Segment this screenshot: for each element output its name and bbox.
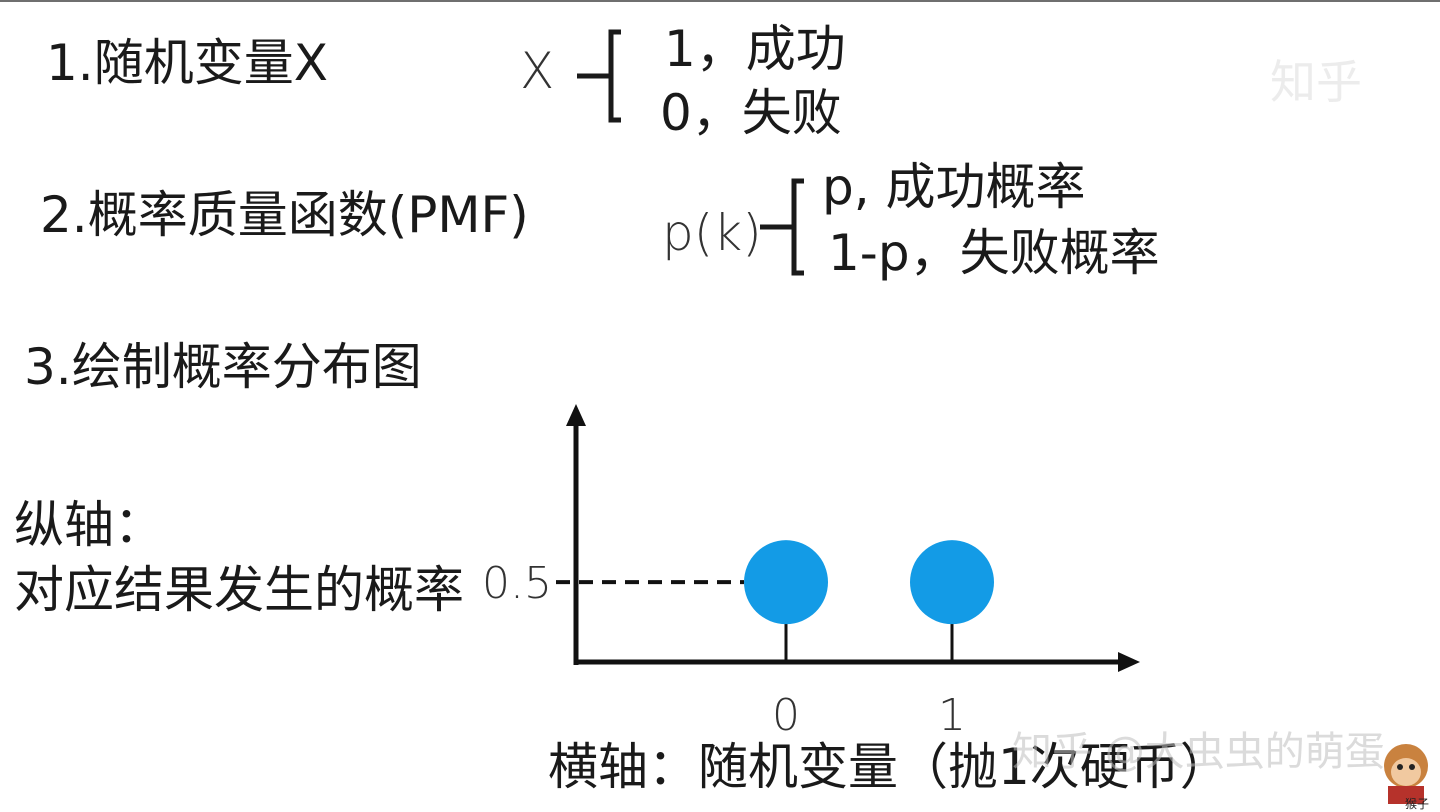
item1-variable: X [520,42,555,100]
y-axis-description-line2: 对应结果发生的概率 [14,561,464,619]
x-axis [574,652,1140,672]
top-border [0,0,1440,2]
watermark-top: 知乎 [1270,55,1362,109]
item3-label: 3.绘制概率分布图 [24,338,422,396]
item2-function: p(k) [662,204,762,262]
item1-case-success: 1，成功 [664,20,846,78]
y-axis [566,404,586,665]
item2-case-success: p, 成功概率 [822,158,1086,216]
y-axis-description-line1: 纵轴： [14,496,164,554]
monkey-avatar-icon [1384,744,1428,804]
x-tick-label-0: 0 [772,690,800,741]
watermark-bottom: 知乎 @大虫虫的萌蛋 [1012,729,1385,775]
point-1 [910,540,994,625]
y-tick-label: 0.5 [482,558,552,609]
item1-label: 1.随机变量X [46,34,328,92]
point-0 [744,540,828,625]
item2-label: 2.概率质量函数(PMF) [40,186,529,244]
item2-case-failure: 1-p，失败概率 [828,224,1160,282]
item1-brace [577,29,621,123]
item1-case-failure: 0，失败 [660,84,842,142]
x-axis-description: 横轴：随机变量（抛1次硬币） [548,738,1230,796]
item2-brace [760,178,804,276]
avatar-label: 猴子 [1405,797,1430,811]
x-tick-label-1: 1 [938,690,966,741]
